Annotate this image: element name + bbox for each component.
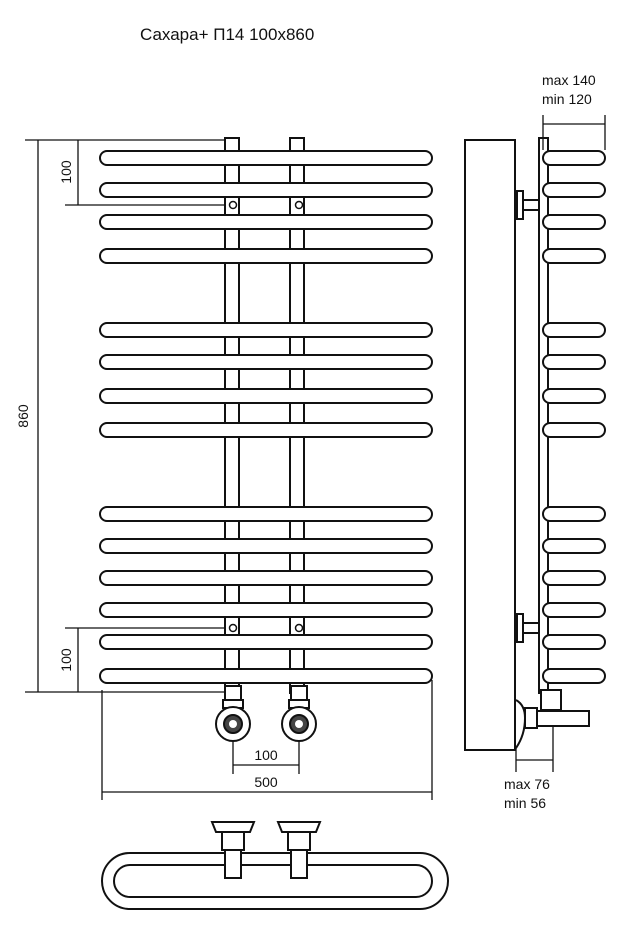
valve-min-label: min 56 [504, 795, 546, 811]
towel-bar [99, 668, 433, 684]
towel-bar [99, 602, 433, 618]
towel-bar [99, 388, 433, 404]
side-towel-bar [542, 388, 606, 404]
side-towel-bar [542, 506, 606, 522]
mount-point-icon [294, 623, 304, 633]
mount-point-icon [228, 623, 238, 633]
side-towel-bar [542, 214, 606, 230]
towel-bar [99, 570, 433, 586]
side-towel-bar [542, 248, 606, 264]
towel-bar [99, 150, 433, 166]
side-valve [515, 689, 590, 749]
wall-bracket [514, 622, 540, 634]
connection-spacing-label: 100 [254, 747, 278, 763]
mount-point-icon [228, 200, 238, 210]
top-view [101, 821, 449, 910]
side-towel-bar [542, 354, 606, 370]
drawing-title: Сахара+ П14 100x860 [140, 25, 314, 44]
side-towel-bar [542, 538, 606, 554]
towel-bar [99, 214, 433, 230]
side-towel-bar [542, 322, 606, 338]
towel-bar [99, 538, 433, 554]
towel-bar [99, 354, 433, 370]
side-towel-bar [542, 570, 606, 586]
side-towel-bar [542, 668, 606, 684]
towel-bar [99, 506, 433, 522]
side-towel-bar [542, 182, 606, 198]
towel-bar [99, 248, 433, 264]
valve-stem [290, 685, 308, 701]
front-valves [215, 685, 317, 742]
towel-bar [99, 422, 433, 438]
front-view [99, 137, 433, 694]
valve-max-label: max 76 [504, 776, 550, 792]
height-total-label: 860 [15, 404, 31, 428]
bottom-spacing-label: 100 [58, 648, 74, 672]
side-towel-bar [542, 602, 606, 618]
mount-point-icon [294, 200, 304, 210]
wall-panel [464, 139, 516, 751]
towel-bar [99, 322, 433, 338]
side-towel-bar [542, 422, 606, 438]
bracket-plate [516, 190, 524, 220]
top-valve-left [210, 821, 256, 879]
dimension-lines [25, 115, 606, 800]
towel-bar [99, 634, 433, 650]
valve-center-icon [229, 720, 237, 728]
side-view [464, 137, 606, 751]
valve-stem [224, 685, 242, 701]
towel-bar [99, 182, 433, 198]
top-spacing-label: 100 [58, 160, 74, 184]
side-towel-bar [542, 634, 606, 650]
wall-bracket [514, 199, 540, 211]
top-valve-right [276, 821, 322, 879]
side-towel-bar [542, 150, 606, 166]
depth-min-label: min 120 [542, 91, 592, 107]
bracket-plate [516, 613, 524, 643]
valve-center-icon [295, 720, 303, 728]
width-total-label: 500 [254, 774, 278, 790]
depth-max-label: max 140 [542, 72, 596, 88]
